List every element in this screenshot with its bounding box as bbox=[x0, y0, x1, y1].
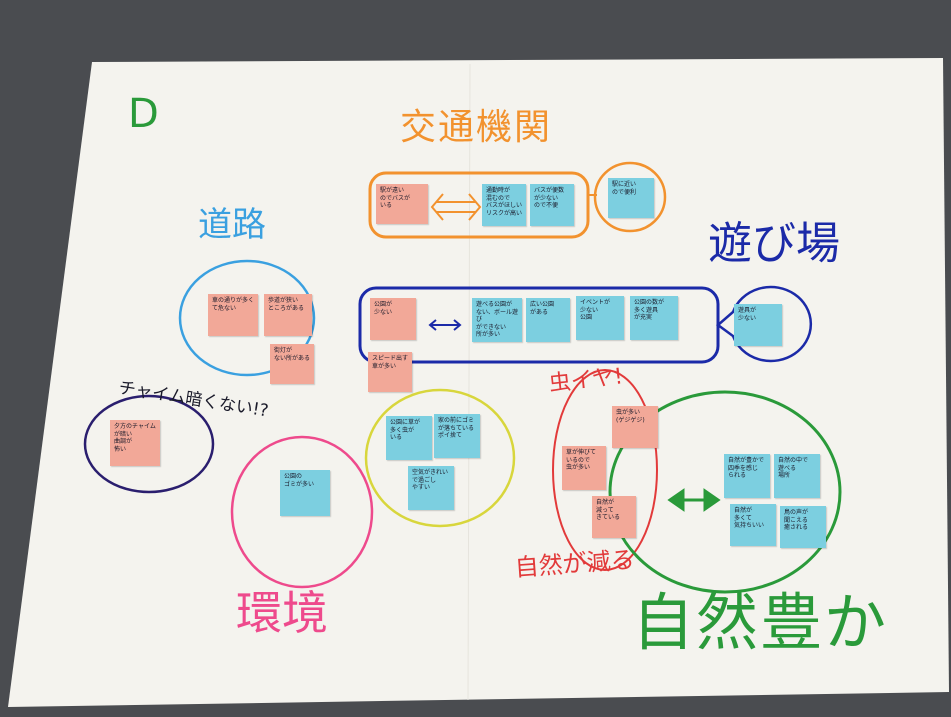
green-arrow-icon bbox=[667, 488, 721, 512]
sticky-note: 夕方のチャイム が暗い 曲調が 怖い bbox=[110, 420, 160, 466]
nature-circle bbox=[608, 390, 842, 594]
sticky-note: 通勤時が 混むので バスがほしい リスクが高い bbox=[482, 184, 526, 226]
sticky-note: 駅に近い ので便利 bbox=[608, 178, 654, 218]
sticky-note: バスが便数 が少ない ので不便 bbox=[530, 184, 574, 226]
transport-circle bbox=[593, 161, 667, 233]
sticky-note: スピード出す 車が多い bbox=[368, 352, 412, 392]
sticky-note: 草が伸びて いるので 虫が多い bbox=[562, 446, 606, 490]
road-title: 道路 bbox=[198, 205, 266, 245]
playground-title: 遊び場 bbox=[708, 218, 840, 269]
sticky-note: 街灯が ない所がある bbox=[270, 344, 314, 384]
transport-title: 交通機関 bbox=[400, 107, 553, 148]
environment-title: 環境 bbox=[236, 586, 328, 640]
road-circle bbox=[178, 259, 316, 377]
sticky-note: 広い公園 がある bbox=[526, 298, 570, 342]
sticky-note: 公園の数が 多く遊具 が充実 bbox=[630, 296, 678, 340]
double-arrow-icon bbox=[430, 193, 482, 221]
sticky-note: 自然が豊かで 四季を感じ られる bbox=[724, 454, 770, 498]
group-letter: D bbox=[128, 91, 159, 137]
bugs-circle bbox=[552, 369, 658, 571]
poster-paper bbox=[8, 58, 949, 707]
yellow-circle bbox=[364, 388, 516, 528]
sticky-note: イベントが 少ない 公園 bbox=[576, 296, 624, 340]
sticky-note: 自然の中で 遊べる 場所 bbox=[774, 454, 820, 498]
arrow-both-icon bbox=[428, 319, 462, 331]
sticky-note: 自然が 減って きている bbox=[592, 496, 636, 538]
chime-circle bbox=[83, 394, 215, 494]
nature-rich-title: 自然豊か bbox=[632, 586, 889, 659]
sticky-note: 虫が多い (ゲジゲジ) bbox=[612, 406, 658, 448]
transport-outline bbox=[368, 171, 590, 239]
sticky-note: 鳥の声が 聞こえる 癒される bbox=[780, 506, 826, 548]
sticky-note: 空気がきれい で過ごし やすい bbox=[408, 466, 454, 510]
environment-circle bbox=[230, 435, 374, 589]
playground-speech-circle bbox=[715, 285, 813, 363]
sticky-note: 遊べる公園が ない、ボール遊び ができない 所が多い bbox=[472, 298, 522, 342]
sticky-note: 歩道が狭い ところがある bbox=[264, 294, 312, 336]
sticky-note: 駅が遠い のでバスが いる bbox=[376, 184, 428, 224]
sticky-note: 公園に草が 多く虫が いる bbox=[386, 416, 432, 460]
sticky-note: 遊具が 少ない bbox=[734, 304, 782, 346]
sticky-note: 自然が 多くて 気持ちいい bbox=[730, 504, 776, 546]
sticky-note: 家の前にゴミ が落ちている ポイ捨て bbox=[434, 414, 480, 458]
sticky-note: 公園が 少ない bbox=[370, 298, 416, 340]
sticky-note: 車の通りが多く て危ない bbox=[208, 294, 258, 336]
sticky-note: 公園の ゴミが多い bbox=[280, 470, 330, 516]
